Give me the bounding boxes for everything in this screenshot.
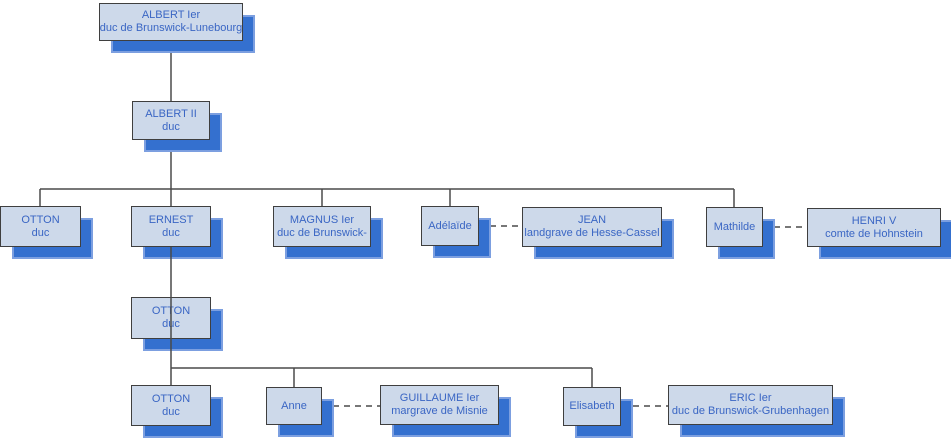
person-title: duc de Brunswick- (277, 226, 367, 239)
person-name: HENRI V (851, 214, 897, 227)
node-face: Mathilde (706, 207, 763, 247)
person-name: Adélaïde (428, 219, 472, 232)
person-name: Anne (281, 399, 307, 412)
node-face: Anne (266, 387, 322, 425)
person-name: OTTON (21, 213, 60, 226)
person-node-anne[interactable]: Anne (266, 387, 334, 437)
node-face: Adélaïde (421, 206, 479, 246)
person-name: GUILLAUME Ier (399, 392, 480, 404)
person-name: ERNEST (148, 213, 194, 226)
person-name: Mathilde (713, 220, 756, 233)
person-title: duc (162, 405, 180, 418)
person-title: duc (162, 226, 180, 239)
person-name: OTTON (151, 392, 191, 405)
person-name: ALBERT Ier (141, 9, 201, 21)
person-title: duc (162, 318, 180, 330)
person-node-mathilde[interactable]: Mathilde (706, 207, 775, 259)
person-node-adelaide[interactable]: Adélaïde (421, 206, 491, 258)
person-title: duc de Brunswick-Lunebourg (99, 22, 243, 34)
person-name: MAGNUS Ier (289, 213, 355, 226)
person-name: Elisabeth (569, 400, 615, 412)
person-title: duc (31, 226, 50, 239)
person-node-elisabeth[interactable]: Elisabeth (563, 387, 633, 438)
person-title: duc (162, 120, 180, 133)
person-title: margrave de Misnie (391, 405, 488, 417)
person-name: ERIC Ier (729, 392, 772, 404)
node-face: Elisabeth (563, 387, 621, 426)
person-title: comte de Hohnstein (825, 227, 923, 240)
person-name: OTTON (151, 305, 191, 317)
person-name: ALBERT II (145, 107, 197, 120)
person-name: JEAN (577, 214, 607, 226)
person-title: landgrave de Hesse-Cassel (524, 227, 660, 239)
person-title: duc de Brunswick-Grubenhagen (671, 405, 830, 417)
